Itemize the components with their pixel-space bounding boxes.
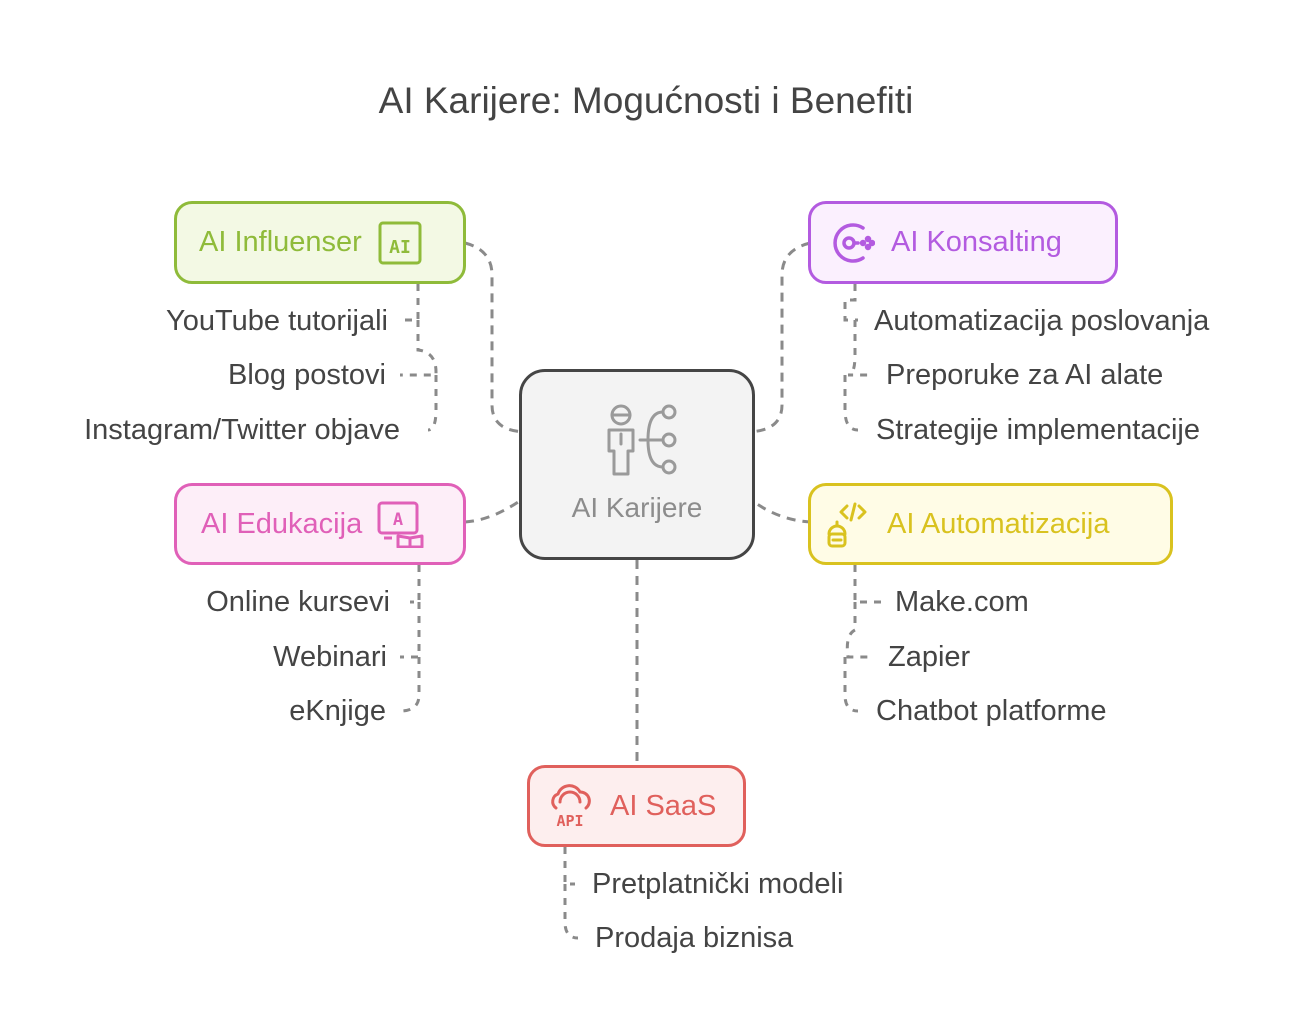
- node-label: AI SaaS: [610, 789, 717, 822]
- konsalting-item-1: Automatizacija poslovanja: [874, 305, 1210, 337]
- node-label: AI Influenser: [199, 226, 362, 258]
- saas-item-2: Prodaja biznisa: [595, 922, 794, 954]
- svg-text:A: A: [393, 510, 403, 530]
- edukacija-item-3: eKnjige: [289, 695, 386, 727]
- konsalting-item-3: Strategije implementacije: [876, 414, 1200, 446]
- ai-circuit-c-icon: [827, 219, 875, 267]
- automatizacija-item-3: Chatbot platforme: [876, 695, 1107, 727]
- svg-text:AI: AI: [389, 237, 411, 258]
- node-label: AI Automatizacija: [887, 507, 1110, 540]
- node-ai-saas: API AI SaaS: [527, 765, 746, 847]
- saas-item-1: Pretplatnički modeli: [592, 868, 844, 900]
- center-label: AI Karijere: [571, 492, 703, 523]
- node-ai-influenser: AI Influenser AI: [174, 201, 466, 284]
- node-ai-edukacija: AI Edukacija A: [174, 483, 466, 565]
- svg-text:API: API: [556, 812, 583, 830]
- node-ai-konsalting: AI Konsalting: [808, 201, 1118, 284]
- person-network-icon: [600, 404, 682, 480]
- node-ai-automatizacija: AI Automatizacija: [808, 483, 1173, 565]
- influenser-item-2: Blog postovi: [228, 359, 386, 391]
- robot-code-icon: [825, 500, 873, 548]
- influenser-item-1: YouTube tutorijali: [166, 305, 388, 337]
- automatizacija-item-2: Zapier: [888, 641, 971, 673]
- node-label: AI Konsalting: [891, 226, 1062, 258]
- center-node: AI Karijere: [519, 369, 755, 560]
- cloud-api-icon: API: [546, 782, 594, 830]
- edukacija-item-1: Online kursevi: [206, 586, 390, 618]
- node-label: AI Edukacija: [201, 507, 363, 540]
- screen-book-icon: A: [376, 500, 424, 548]
- ai-chip-icon: AI: [376, 219, 424, 267]
- konsalting-item-2: Preporuke za AI alate: [886, 359, 1164, 391]
- page-title: AI Karijere: Mogućnosti i Benefiti: [378, 80, 914, 121]
- influenser-item-3: Instagram/Twitter objave: [84, 414, 400, 446]
- edukacija-item-2: Webinari: [273, 641, 387, 673]
- automatizacija-item-1: Make.com: [895, 586, 1029, 618]
